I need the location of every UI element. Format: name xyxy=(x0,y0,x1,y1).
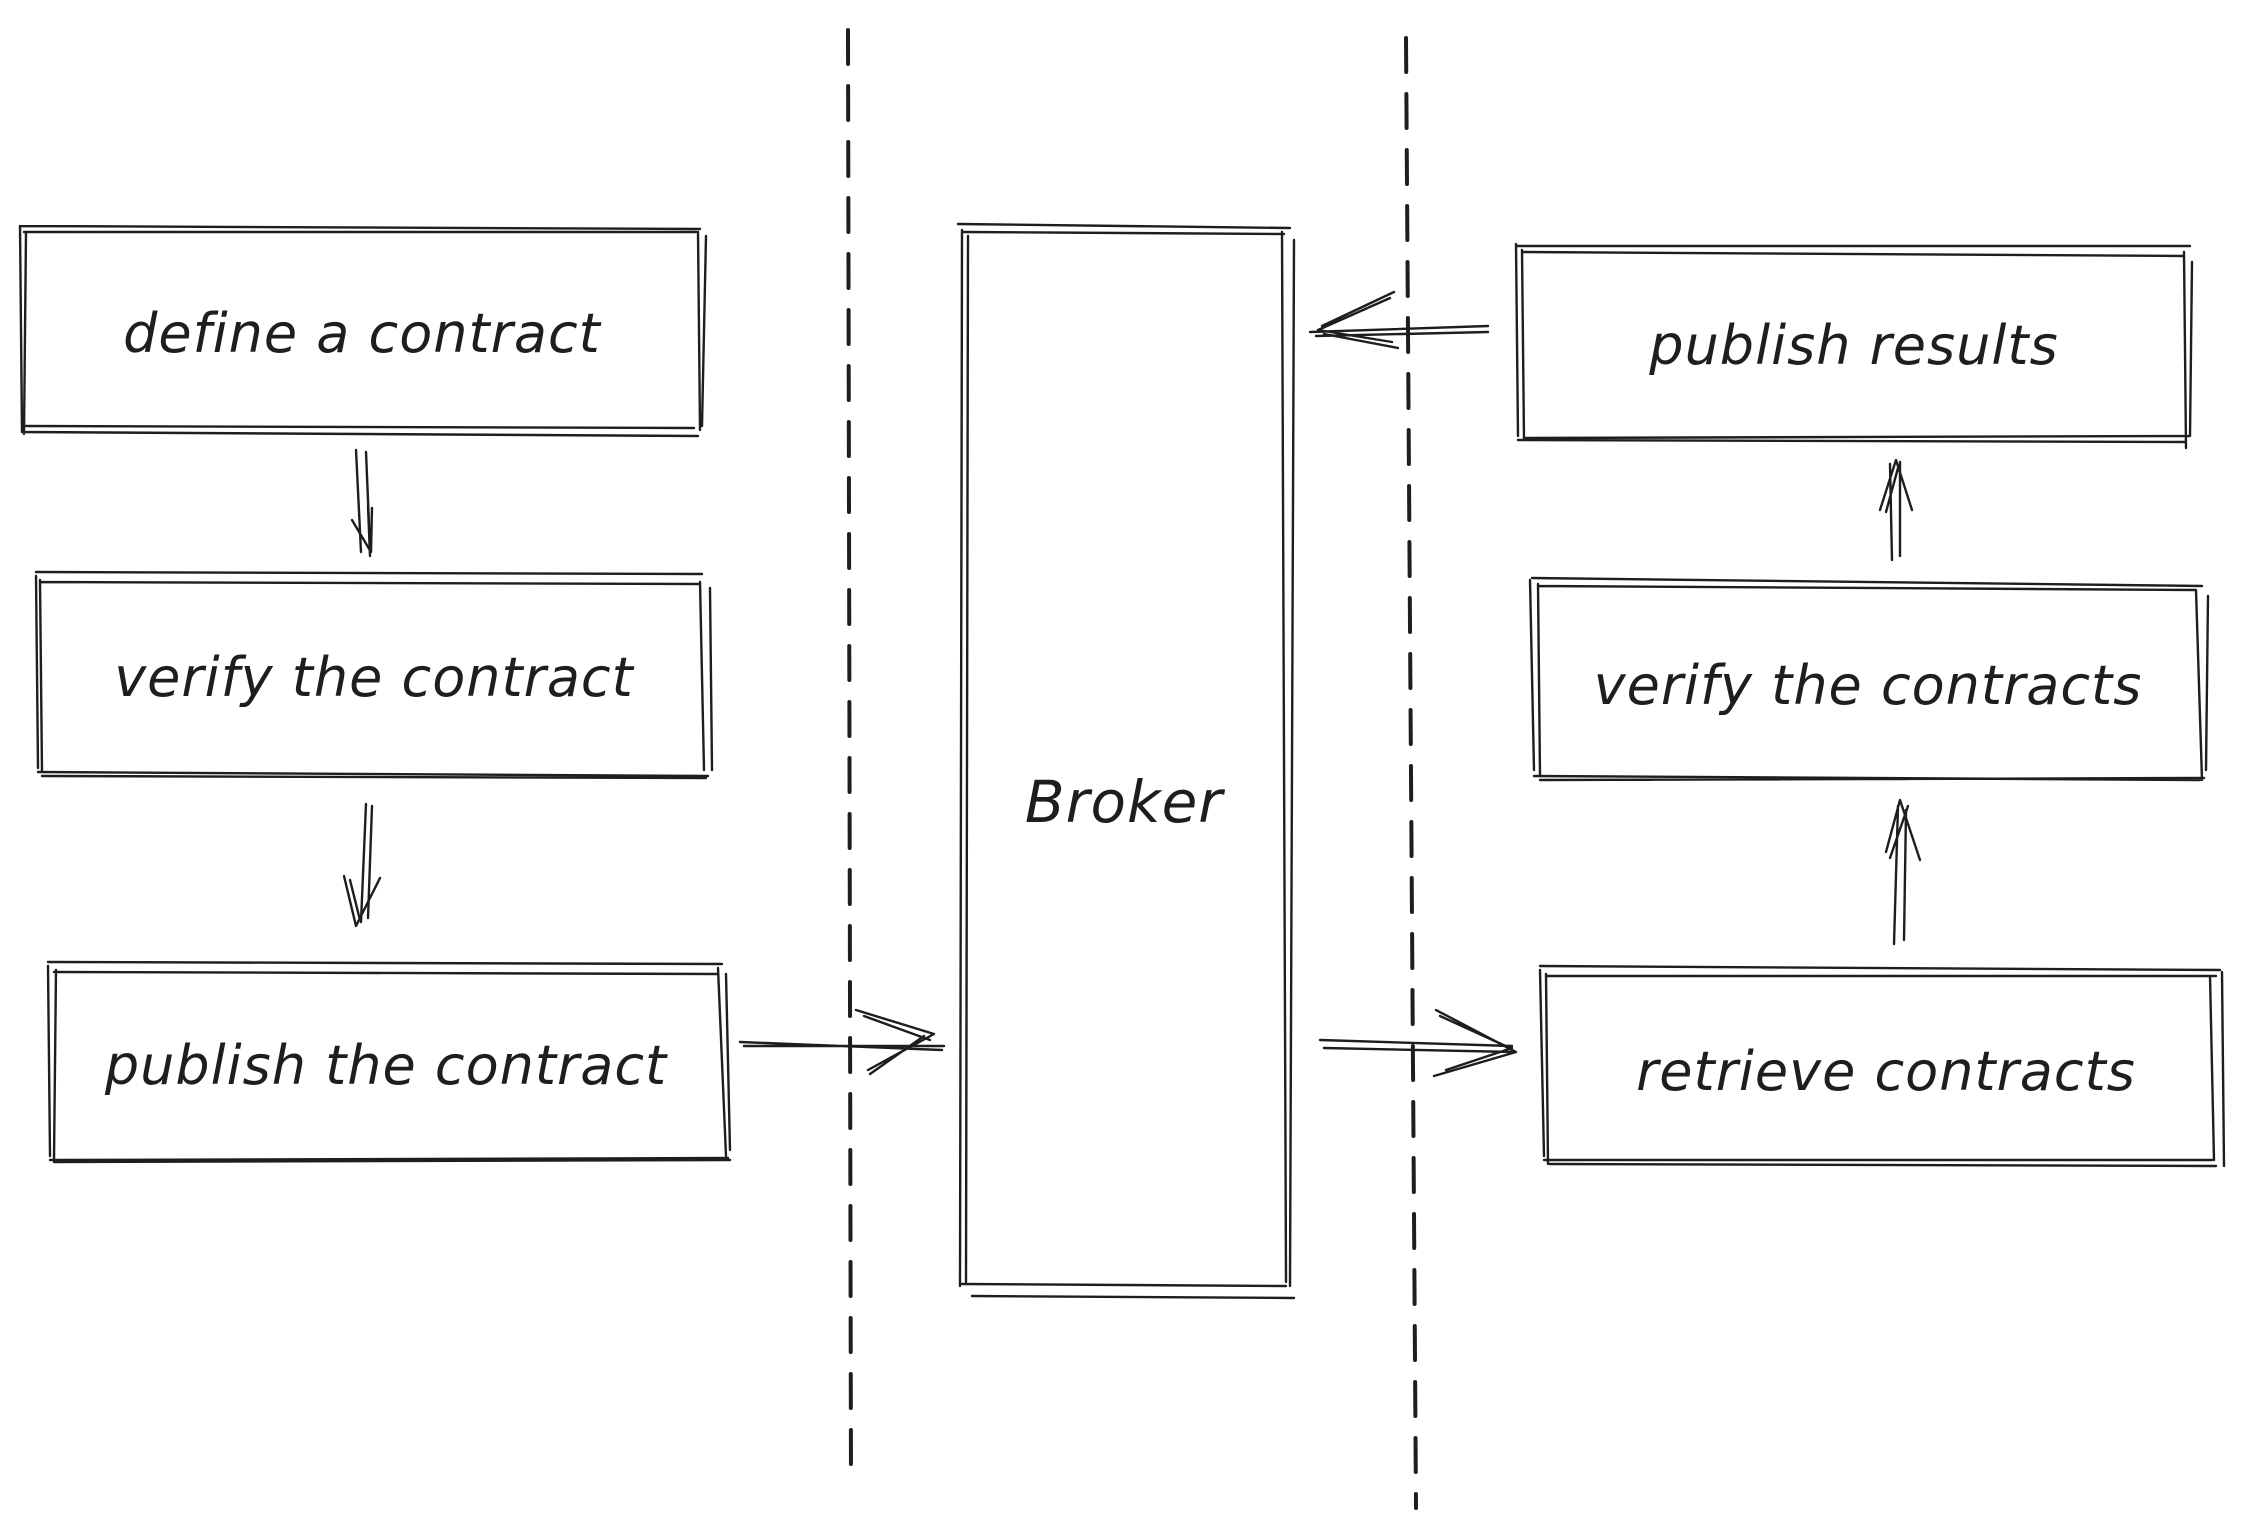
provider-step-retrieve-contracts: retrieve contracts xyxy=(1538,964,2226,1168)
arrow-verify-to-publish xyxy=(342,802,382,928)
provider-step-label: verify the contracts xyxy=(1594,654,2143,717)
arrow-broker-to-retrieve xyxy=(1318,1008,1518,1078)
provider-step-label: publish results xyxy=(1648,314,2058,377)
consumer-step-verify-contract: verify the contract xyxy=(34,570,714,780)
consumer-step-label: define a contract xyxy=(123,302,601,365)
provider-step-publish-results: publish results xyxy=(1514,242,2194,450)
broker-label: Broker xyxy=(1025,768,1225,836)
consumer-step-label: verify the contract xyxy=(114,646,634,709)
provider-step-verify-contracts: verify the contracts xyxy=(1528,576,2210,782)
arrow-define-to-verify xyxy=(350,448,374,558)
consumer-step-label: publish the contract xyxy=(104,1034,668,1097)
arrow-publish-to-broker xyxy=(738,1008,946,1076)
separator-consumer-broker xyxy=(846,28,853,1487)
provider-step-label: retrieve contracts xyxy=(1636,1040,2136,1103)
separator-broker-provider xyxy=(1404,36,1418,1510)
arrow-verify-to-results xyxy=(1878,458,1914,562)
consumer-step-publish-contract: publish the contract xyxy=(46,960,732,1164)
broker-box: Broker xyxy=(956,222,1296,1300)
arrow-retrieve-to-verify xyxy=(1884,798,1922,946)
consumer-step-define-contract: define a contract xyxy=(18,224,708,438)
arrow-results-to-broker xyxy=(1308,290,1490,350)
